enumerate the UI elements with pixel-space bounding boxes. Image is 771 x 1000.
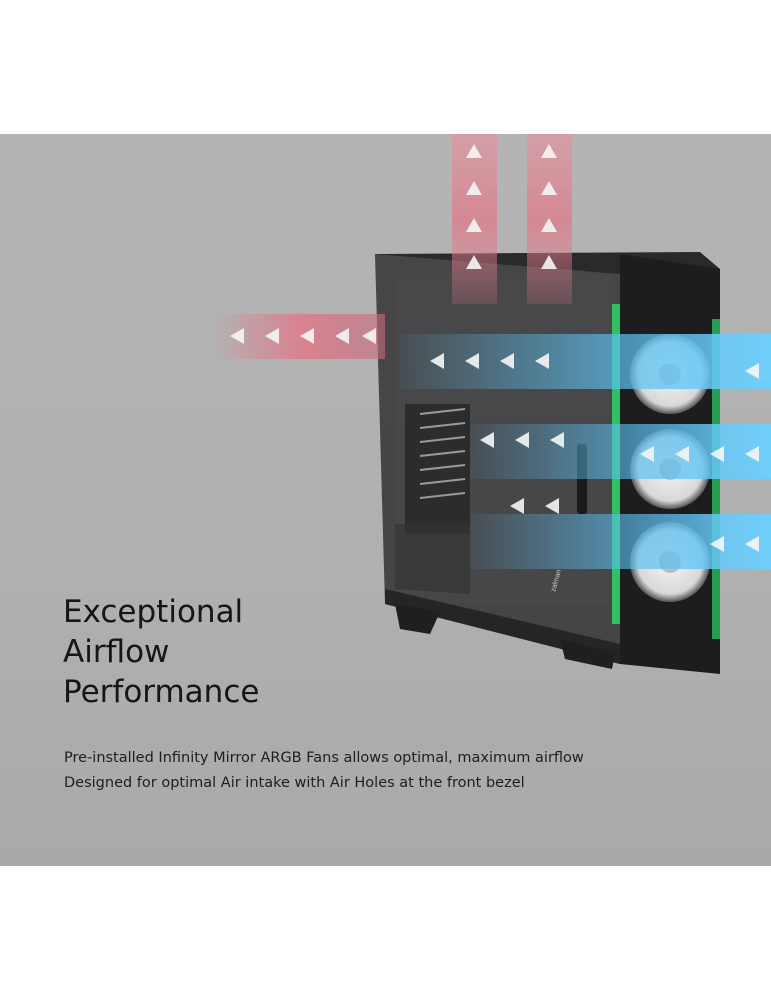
feature-panel: zalman (0, 134, 771, 866)
feature-description: Pre-installed Infinity Mirror ARGB Fans … (64, 746, 584, 796)
headline-line-3: Performance (63, 674, 260, 710)
headline-line-1: Exceptional (63, 594, 244, 630)
headline: Exceptional Airflow Performance (63, 592, 259, 712)
pc-case-airflow-illustration: zalman (215, 134, 771, 674)
description-line-1: Pre-installed Infinity Mirror ARGB Fans … (64, 750, 584, 766)
description-line-2: Designed for optimal Air intake with Air… (64, 775, 525, 791)
intake-airflow-arrows (400, 334, 771, 569)
exhaust-airflow-arrows (215, 134, 572, 359)
headline-line-2: Airflow (63, 634, 170, 670)
